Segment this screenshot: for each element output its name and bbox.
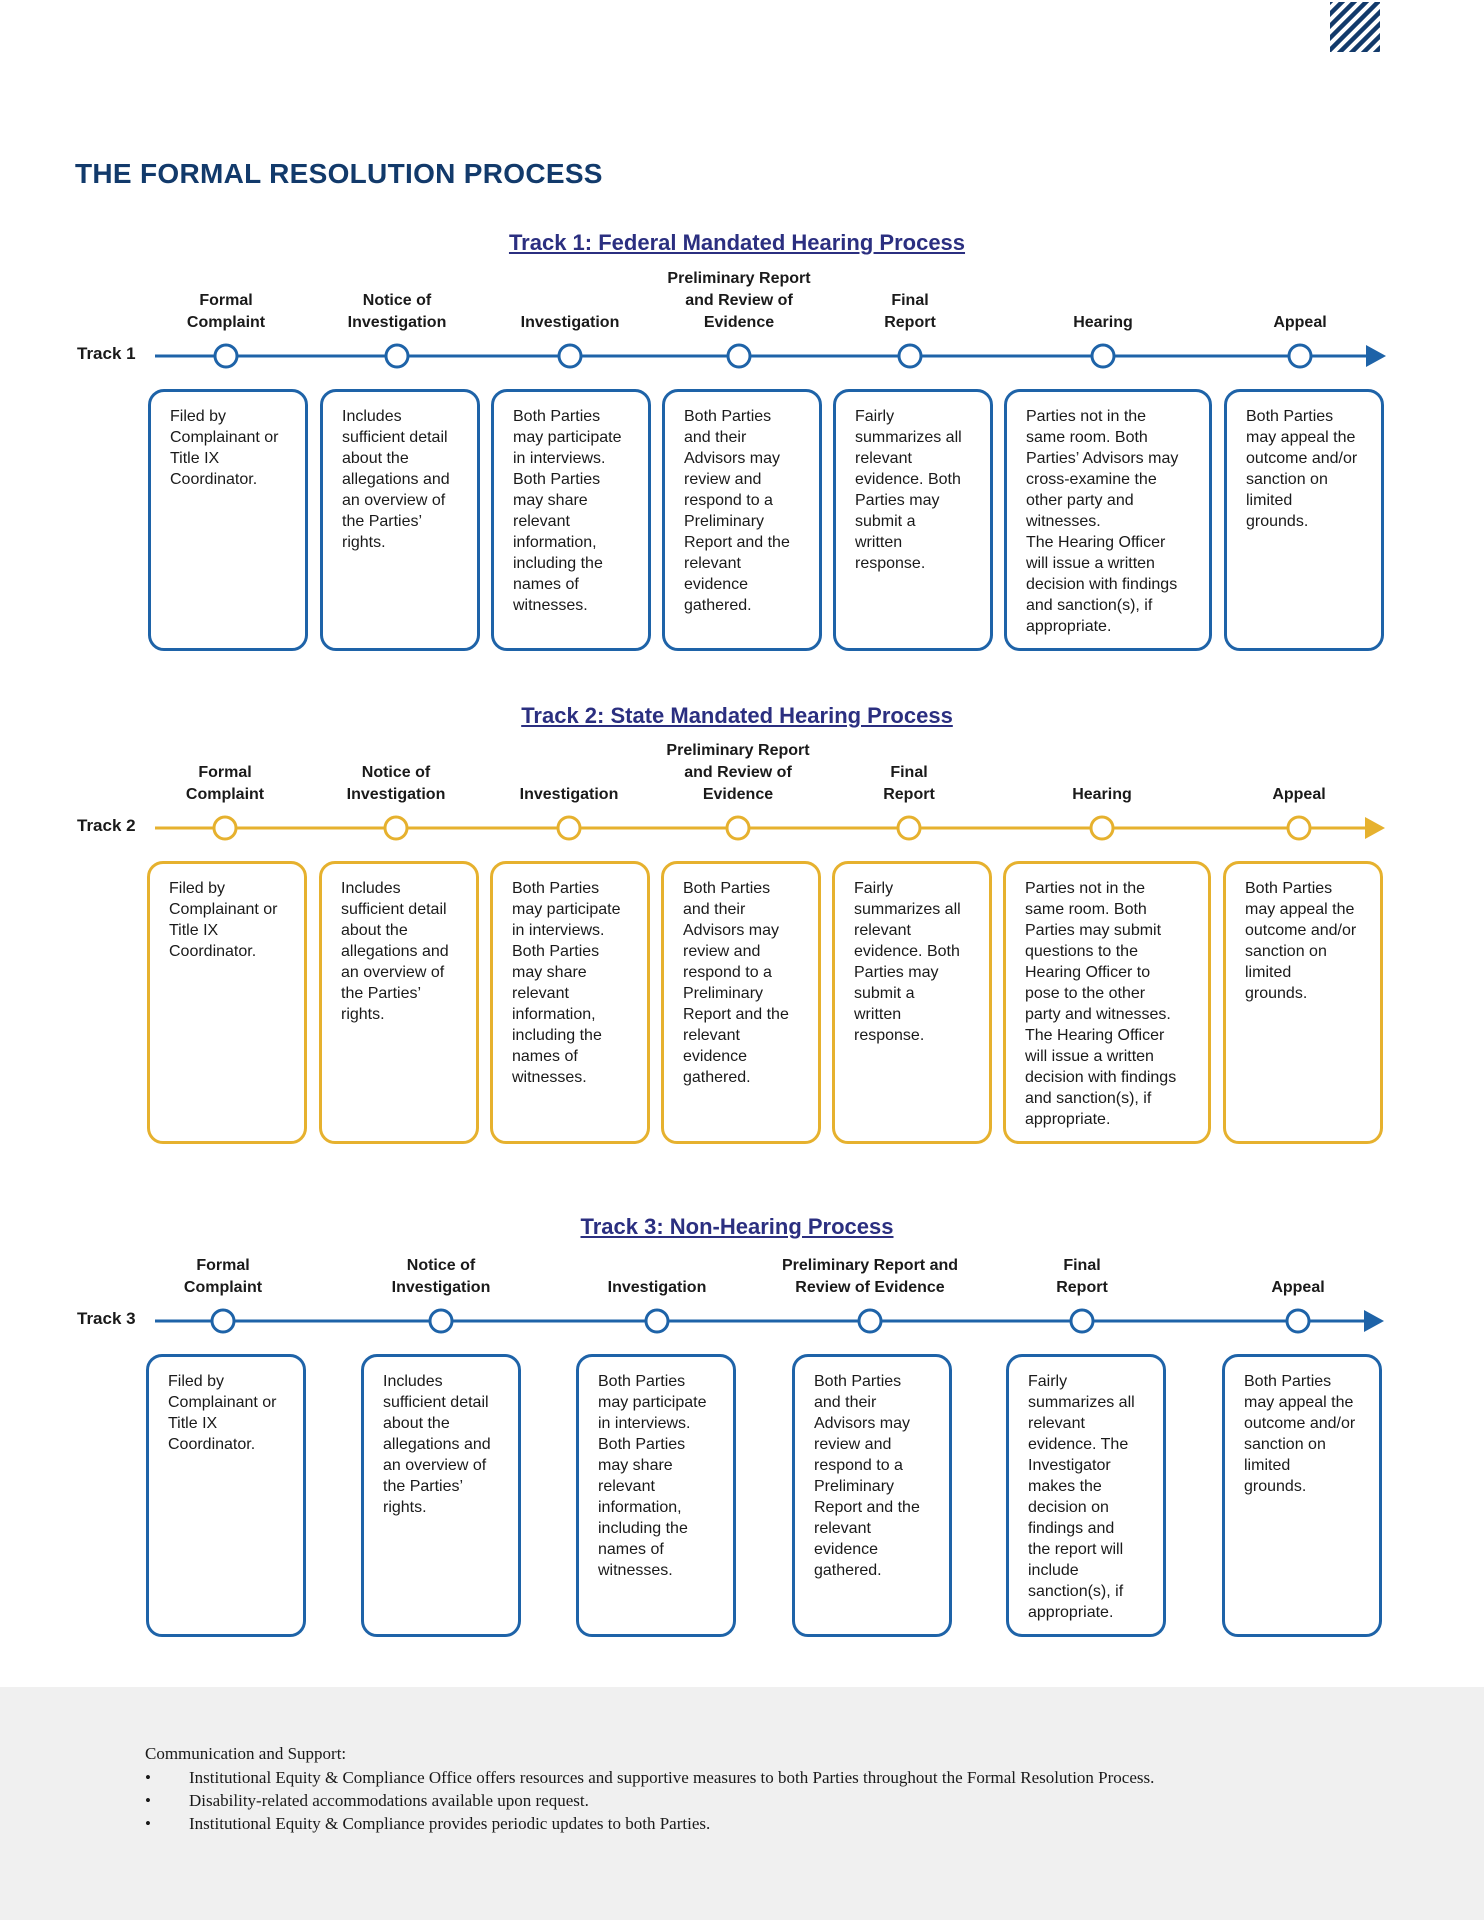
footer-item-text: Institutional Equity & Compliance Office… <box>189 1768 1155 1787</box>
stage-description-box: Both Parties may participate in intervie… <box>490 861 650 1144</box>
stage-label: Formal Complaint <box>183 1257 263 1296</box>
track-title: Track 1: Federal Mandated Hearing Proces… <box>508 230 966 255</box>
stage-description-box: Parties not in the same room. Both Parti… <box>1004 389 1212 651</box>
track-label: Track 2 <box>77 816 136 835</box>
stage-label: Formal Complaint <box>186 292 266 331</box>
stage-label: Investigation <box>520 314 620 331</box>
stage-description-box: Both Parties and their Advisors may revi… <box>792 1354 952 1637</box>
stage-description-box: Filed by Complainant or Title IX Coordin… <box>146 1354 306 1637</box>
stage-label: Final Report <box>883 764 935 803</box>
track-title: Track 3: Non-Hearing Process <box>580 1214 894 1239</box>
stage-label: Final Report <box>1056 1257 1108 1296</box>
stage-description-box: Includes sufficient detail about the all… <box>320 389 480 651</box>
stage-label: Investigation <box>607 1279 707 1296</box>
timeline-node <box>726 343 752 369</box>
stage-description-box: Both Parties may appeal the outcome and/… <box>1223 861 1383 1144</box>
timeline-node <box>557 343 583 369</box>
stage-description-box: Filed by Complainant or Title IX Coordin… <box>147 861 307 1144</box>
timeline-node <box>1285 1308 1311 1334</box>
stage-description-box: Fairly summarizes all relevant evidence.… <box>1006 1354 1166 1637</box>
stage-description-box: Both Parties may participate in intervie… <box>491 389 651 651</box>
timeline-node <box>857 1308 883 1334</box>
stage-label: Hearing <box>1073 314 1133 331</box>
timeline-node <box>1287 343 1313 369</box>
track-title: Track 2: State Mandated Hearing Process <box>521 703 953 728</box>
timeline-node <box>725 815 751 841</box>
timeline-node <box>428 1308 454 1334</box>
stage-description-box: Both Parties and their Advisors may revi… <box>662 389 822 651</box>
stage-description-box: Parties not in the same room. Both Parti… <box>1003 861 1211 1144</box>
stage-description-box: Both Parties may participate in intervie… <box>576 1354 736 1637</box>
stage-label: Preliminary Report and Review of Evidenc… <box>667 270 811 331</box>
diagonal-stripes-logo-icon <box>1330 2 1380 52</box>
stage-label: Hearing <box>1072 786 1132 803</box>
page-title: THE FORMAL RESOLUTION PROCESS <box>75 158 603 189</box>
track-label: Track 3 <box>77 1309 136 1328</box>
bullet: • <box>145 1791 151 1810</box>
timeline-node <box>1090 343 1116 369</box>
stage-label: Preliminary Report and Review of Evidenc… <box>666 742 810 803</box>
timeline-node <box>897 343 923 369</box>
timeline-node <box>1089 815 1115 841</box>
stage-label: Investigation <box>519 786 619 803</box>
stage-label: Appeal <box>1273 314 1327 331</box>
track-label: Track 1 <box>77 344 136 363</box>
timeline-node <box>1286 815 1312 841</box>
timeline-node <box>556 815 582 841</box>
stage-description-box: Both Parties may appeal the outcome and/… <box>1222 1354 1382 1637</box>
footer-heading: Communication and Support: <box>145 1744 347 1763</box>
stage-label: Final Report <box>884 292 936 331</box>
footer-item-text: Disability-related accommodations availa… <box>189 1791 589 1810</box>
timeline-arrow-icon <box>1365 817 1385 839</box>
stage-label: Appeal <box>1271 1279 1325 1296</box>
timeline-node <box>383 815 409 841</box>
stage-description-box: Fairly summarizes all relevant evidence.… <box>833 389 993 651</box>
stage-label: Notice of Investigation <box>346 764 446 803</box>
timeline-node <box>210 1308 236 1334</box>
stage-description-box: Includes sufficient detail about the all… <box>319 861 479 1144</box>
stage-label: Notice of Investigation <box>347 292 447 331</box>
bullet: • <box>145 1814 151 1833</box>
timeline-node <box>213 343 239 369</box>
stage-label: Notice of Investigation <box>391 1257 491 1296</box>
timeline-node <box>644 1308 670 1334</box>
timeline-arrow-icon <box>1364 1310 1384 1332</box>
timeline-node <box>1069 1308 1095 1334</box>
stage-description-box: Both Parties may appeal the outcome and/… <box>1224 389 1384 651</box>
timeline-node <box>896 815 922 841</box>
timeline-arrow-icon <box>1366 345 1386 367</box>
footer-item-text: Institutional Equity & Compliance provid… <box>189 1814 711 1833</box>
stage-description-box: Includes sufficient detail about the all… <box>361 1354 521 1637</box>
timeline-node <box>384 343 410 369</box>
stage-label: Appeal <box>1272 786 1326 803</box>
stage-label: Preliminary Report and Review of Evidenc… <box>781 1257 959 1296</box>
stage-label: Formal Complaint <box>185 764 265 803</box>
stage-description-box: Fairly summarizes all relevant evidence.… <box>832 861 992 1144</box>
bullet: • <box>145 1768 151 1787</box>
stage-description-box: Filed by Complainant or Title IX Coordin… <box>148 389 308 651</box>
footer-panel <box>0 1687 1484 1920</box>
stage-description-box: Both Parties and their Advisors may revi… <box>661 861 821 1144</box>
timeline-node <box>212 815 238 841</box>
